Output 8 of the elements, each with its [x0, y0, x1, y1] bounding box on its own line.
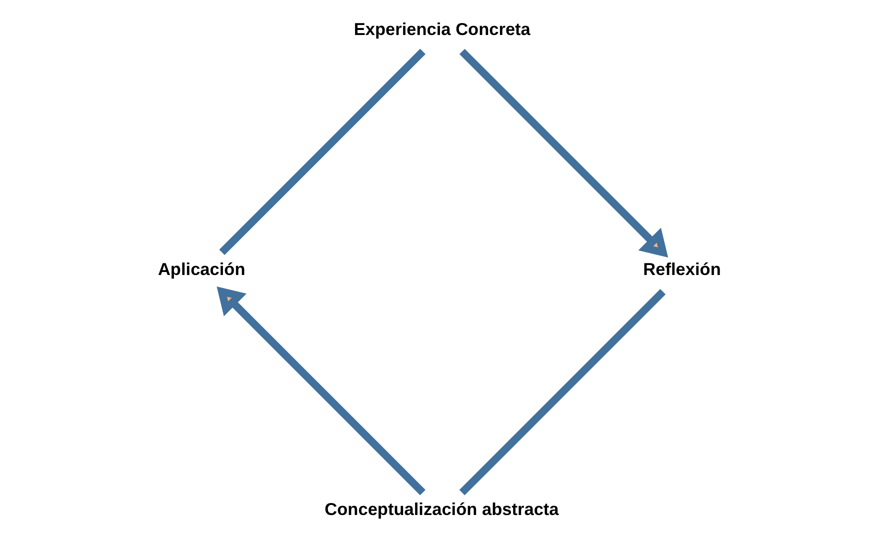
connector	[459, 288, 666, 496]
node-text: Conceptualización abstracta	[324, 499, 559, 520]
node-text: Experiencia Concreta	[354, 18, 530, 39]
node-text: Reflexión	[643, 259, 721, 280]
arrow	[459, 48, 668, 258]
node-text: Aplicación	[158, 259, 246, 280]
arrow	[216, 286, 426, 496]
connector	[219, 48, 426, 256]
